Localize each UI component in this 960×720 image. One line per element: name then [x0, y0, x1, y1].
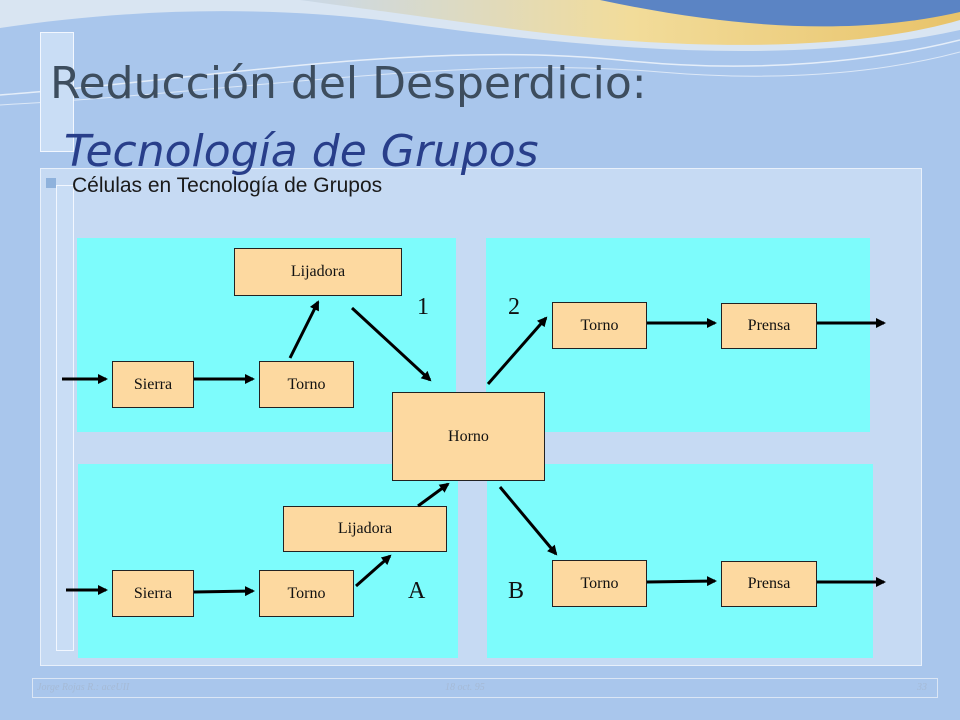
- torno-box-b: Torno: [552, 560, 647, 607]
- cell-label-b: B: [508, 578, 525, 604]
- slide-subtitle: Células en Tecnología de Grupos: [72, 174, 383, 197]
- torno-box-2: Torno: [552, 302, 647, 349]
- slide-footer: Jorge Rojas R.: aceUII 18 oct. 95 33: [32, 678, 938, 698]
- cell-label-a: A: [408, 578, 426, 604]
- footer-date: 18 oct. 95: [445, 682, 485, 693]
- decorative-bar-bottom: [56, 185, 74, 651]
- footer-author: Jorge Rojas R.: aceUII: [37, 682, 130, 693]
- prensa-box-2: Prensa: [721, 303, 817, 349]
- slide-title-line2: Tecnología de Grupos: [64, 126, 539, 177]
- footer-page-number: 33: [917, 682, 927, 693]
- sierra-box-1: Sierra: [112, 361, 194, 408]
- sierra-box-a: Sierra: [112, 570, 194, 617]
- cell-panel-a: [78, 464, 458, 658]
- slide-title-line1: Reducción del Desperdicio:: [50, 58, 647, 109]
- prensa-box-b: Prensa: [721, 561, 817, 607]
- cell-label-1: 1: [417, 294, 429, 320]
- decorative-bar-top: [40, 32, 74, 152]
- background-wave-decoration: [0, 0, 960, 120]
- torno-box-1: Torno: [259, 361, 354, 408]
- horno-box: Horno: [392, 392, 545, 481]
- cell-label-2: 2: [508, 294, 520, 320]
- lijadora-box-1: Lijadora: [234, 248, 402, 296]
- bullet-icon: [46, 178, 56, 188]
- lijadora-box-a: Lijadora: [283, 506, 447, 552]
- torno-box-a: Torno: [259, 570, 354, 617]
